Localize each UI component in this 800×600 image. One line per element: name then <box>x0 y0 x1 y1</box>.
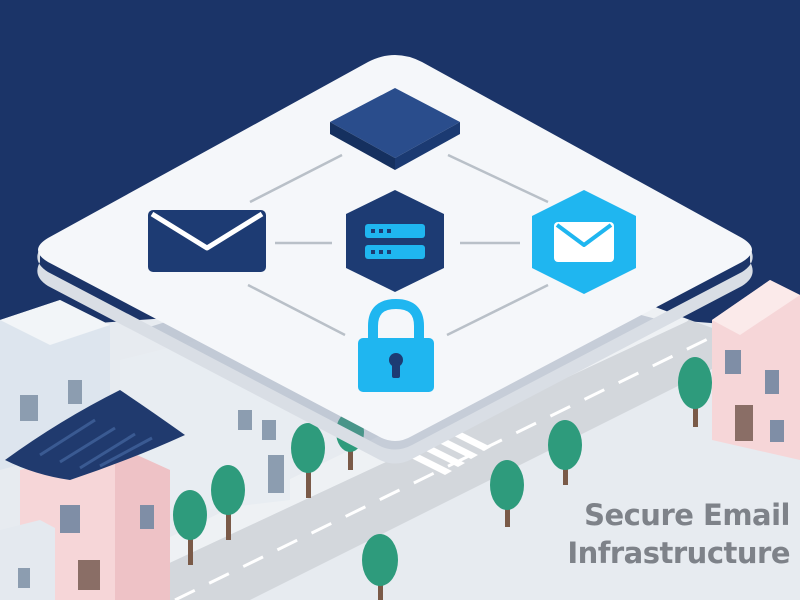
building-left-bottom <box>0 520 55 600</box>
tree <box>678 357 712 427</box>
tree <box>490 460 524 527</box>
caption: Secure Email Infrastructure <box>520 496 790 572</box>
square-block-icon <box>330 88 460 170</box>
trees <box>173 357 712 600</box>
connector-top-right <box>447 153 549 204</box>
padlock-icon <box>358 298 434 392</box>
caption-line-1: Secure Email <box>584 498 790 532</box>
connector-bottom-left <box>247 283 346 337</box>
connector-bottom-right <box>446 283 549 337</box>
caption-line-2: Infrastructure <box>567 536 790 570</box>
road-marking <box>174 331 721 600</box>
connector-top-left <box>249 153 343 204</box>
building-pink-pagoda <box>5 390 185 600</box>
tree <box>173 490 207 565</box>
envelope-icon <box>148 210 266 272</box>
tree <box>211 465 245 540</box>
tree <box>548 420 582 485</box>
envelope-hexagon-icon <box>532 190 636 294</box>
connectors <box>247 153 549 337</box>
tree <box>362 534 398 600</box>
server-icon <box>346 190 444 292</box>
building-pink-right <box>712 280 800 460</box>
tree <box>291 423 325 498</box>
